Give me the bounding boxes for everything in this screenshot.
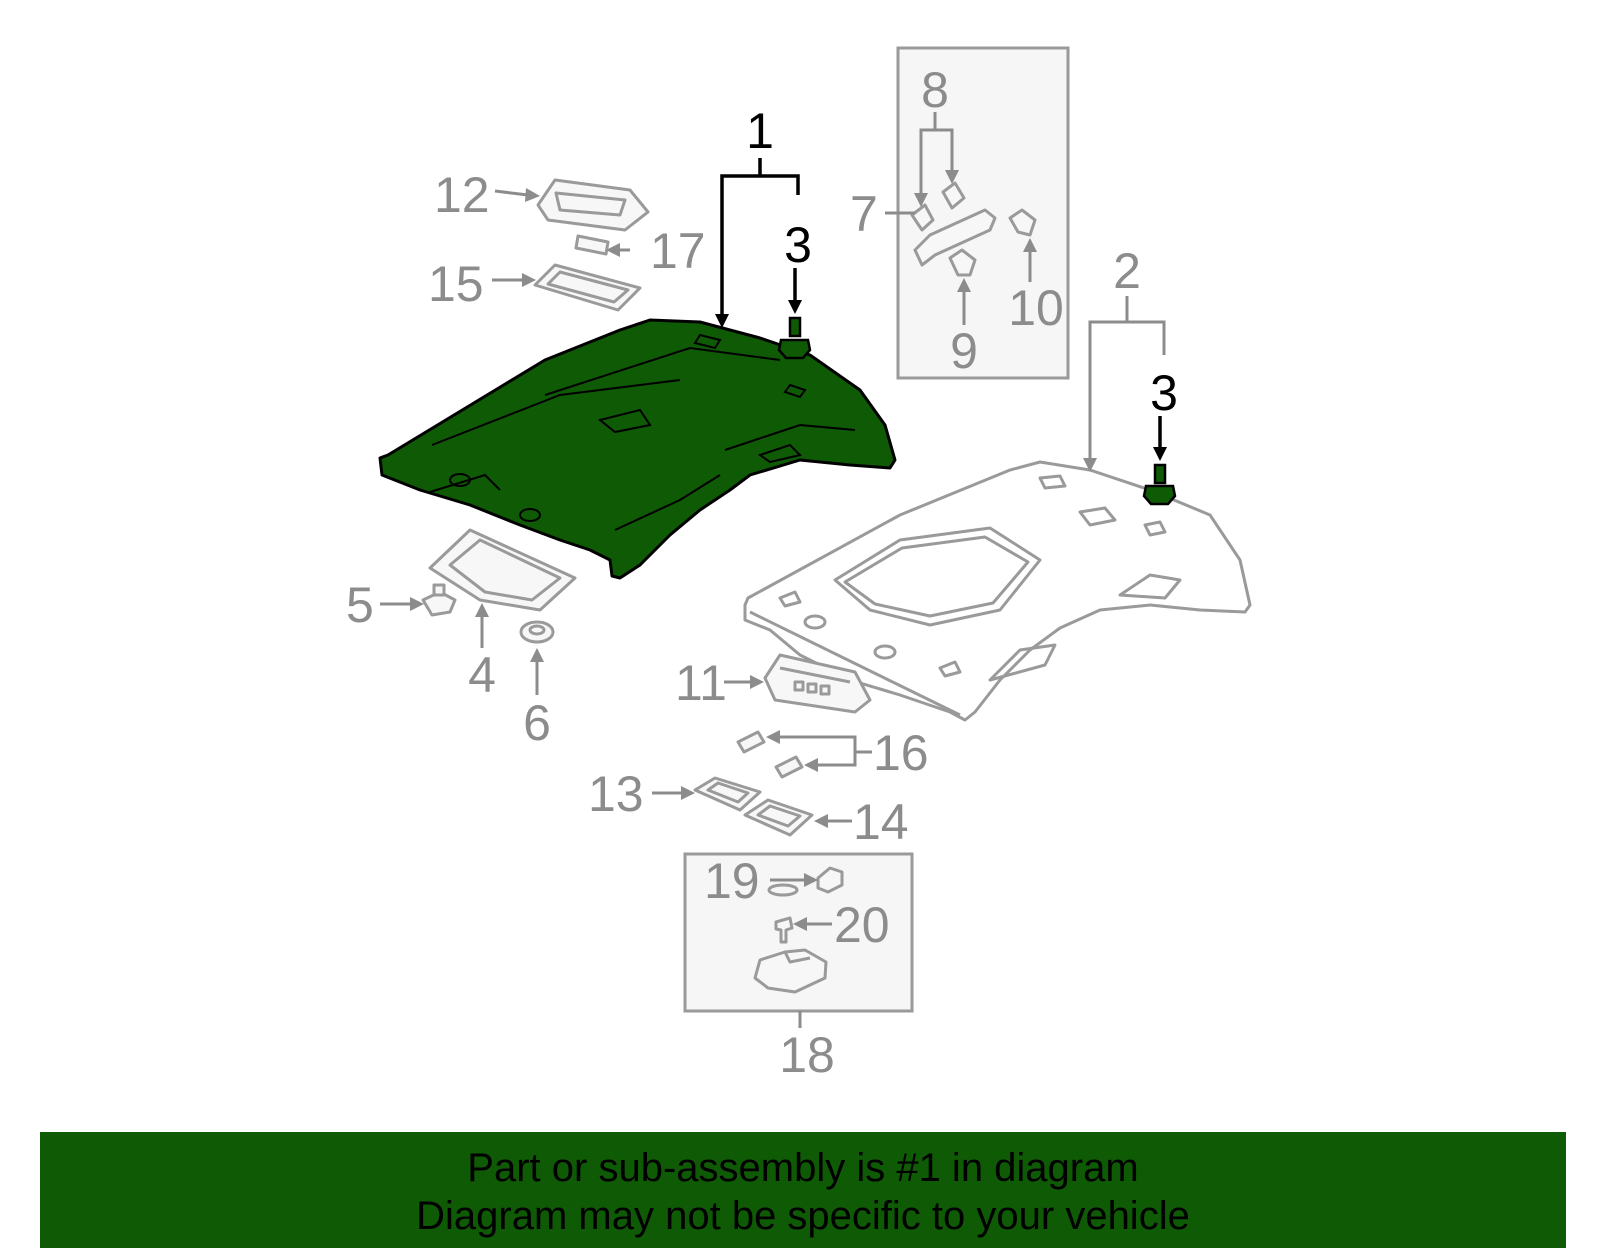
- callout-11: 11: [675, 655, 727, 711]
- leader-16: [766, 730, 872, 772]
- leader-8: [914, 112, 959, 207]
- leader-14: [814, 814, 852, 828]
- callout-20: 20: [834, 897, 890, 953]
- callout-1: 1: [746, 103, 774, 159]
- grab-handle-part-7[interactable]: [913, 208, 997, 267]
- leader-17: [606, 243, 630, 257]
- callout-10: 10: [1008, 280, 1064, 336]
- cap-part-8a[interactable]: [910, 203, 935, 232]
- callout-17: 17: [650, 223, 706, 279]
- leader-9: [957, 278, 971, 325]
- leader-5: [380, 597, 424, 611]
- callout-4: 4: [468, 647, 496, 703]
- lamp-part-18[interactable]: [753, 948, 828, 994]
- callout-12: 12: [434, 167, 490, 223]
- cap-part-8b[interactable]: [941, 181, 966, 210]
- callout-16: 16: [873, 725, 929, 781]
- info-banner: Part or sub-assembly is #1 in diagram Di…: [40, 1132, 1566, 1248]
- leader-20: [793, 917, 832, 931]
- leader-10: [1023, 238, 1037, 282]
- banner-line-1: Part or sub-assembly is #1 in diagram: [467, 1146, 1139, 1190]
- clip-part-19[interactable]: [767, 866, 844, 897]
- leader-2: [1083, 296, 1166, 472]
- bulb-part-16b[interactable]: [774, 755, 804, 779]
- leader-6: [530, 648, 544, 695]
- callout-18: 18: [779, 1027, 835, 1083]
- callout-6: 6: [523, 695, 551, 751]
- leader-13: [652, 786, 695, 800]
- lens-part-14[interactable]: [743, 798, 814, 837]
- lens-part-15[interactable]: [533, 263, 642, 312]
- leader-11: [724, 675, 764, 689]
- callout-8: 8: [921, 62, 949, 118]
- callout-15: 15: [428, 256, 484, 312]
- callout-13: 13: [588, 766, 644, 822]
- callout-19: 19: [704, 853, 760, 909]
- callout-3b: 3: [1150, 365, 1178, 421]
- callout-2: 2: [1113, 243, 1141, 299]
- callout-14: 14: [853, 794, 909, 850]
- lens-part-13[interactable]: [693, 776, 762, 812]
- headliner-alternate[interactable]: [743, 460, 1252, 722]
- bulb-part-17[interactable]: [574, 234, 610, 256]
- clip-part-10[interactable]: [1008, 208, 1037, 237]
- banner-line-2: Diagram may not be specific to your vehi…: [416, 1194, 1190, 1238]
- callout-5: 5: [346, 577, 374, 633]
- headliner-highlighted[interactable]: [378, 318, 897, 580]
- clip-part-5[interactable]: [421, 583, 457, 617]
- leader-4: [475, 603, 489, 648]
- bolt-part-3a[interactable]: [777, 316, 812, 360]
- grommet-part-6[interactable]: [519, 620, 555, 644]
- bolt-part-3b[interactable]: [1142, 463, 1177, 506]
- callout-9: 9: [950, 323, 978, 379]
- leader-3b: [1153, 416, 1167, 461]
- console-part-11[interactable]: [763, 653, 872, 714]
- leader-15: [492, 273, 536, 287]
- leader-1: [715, 158, 800, 328]
- clip-part-9[interactable]: [948, 248, 977, 277]
- holder-part-4[interactable]: [428, 528, 577, 612]
- callout-3a: 3: [784, 217, 812, 273]
- screw-part-20[interactable]: [774, 916, 794, 944]
- map-lamp-part-12[interactable]: [536, 178, 650, 232]
- leader-19: [770, 873, 818, 887]
- callout-7: 7: [850, 186, 878, 242]
- leader-12: [494, 188, 540, 202]
- bulb-part-16a[interactable]: [736, 730, 766, 754]
- leader-3a: [788, 268, 802, 314]
